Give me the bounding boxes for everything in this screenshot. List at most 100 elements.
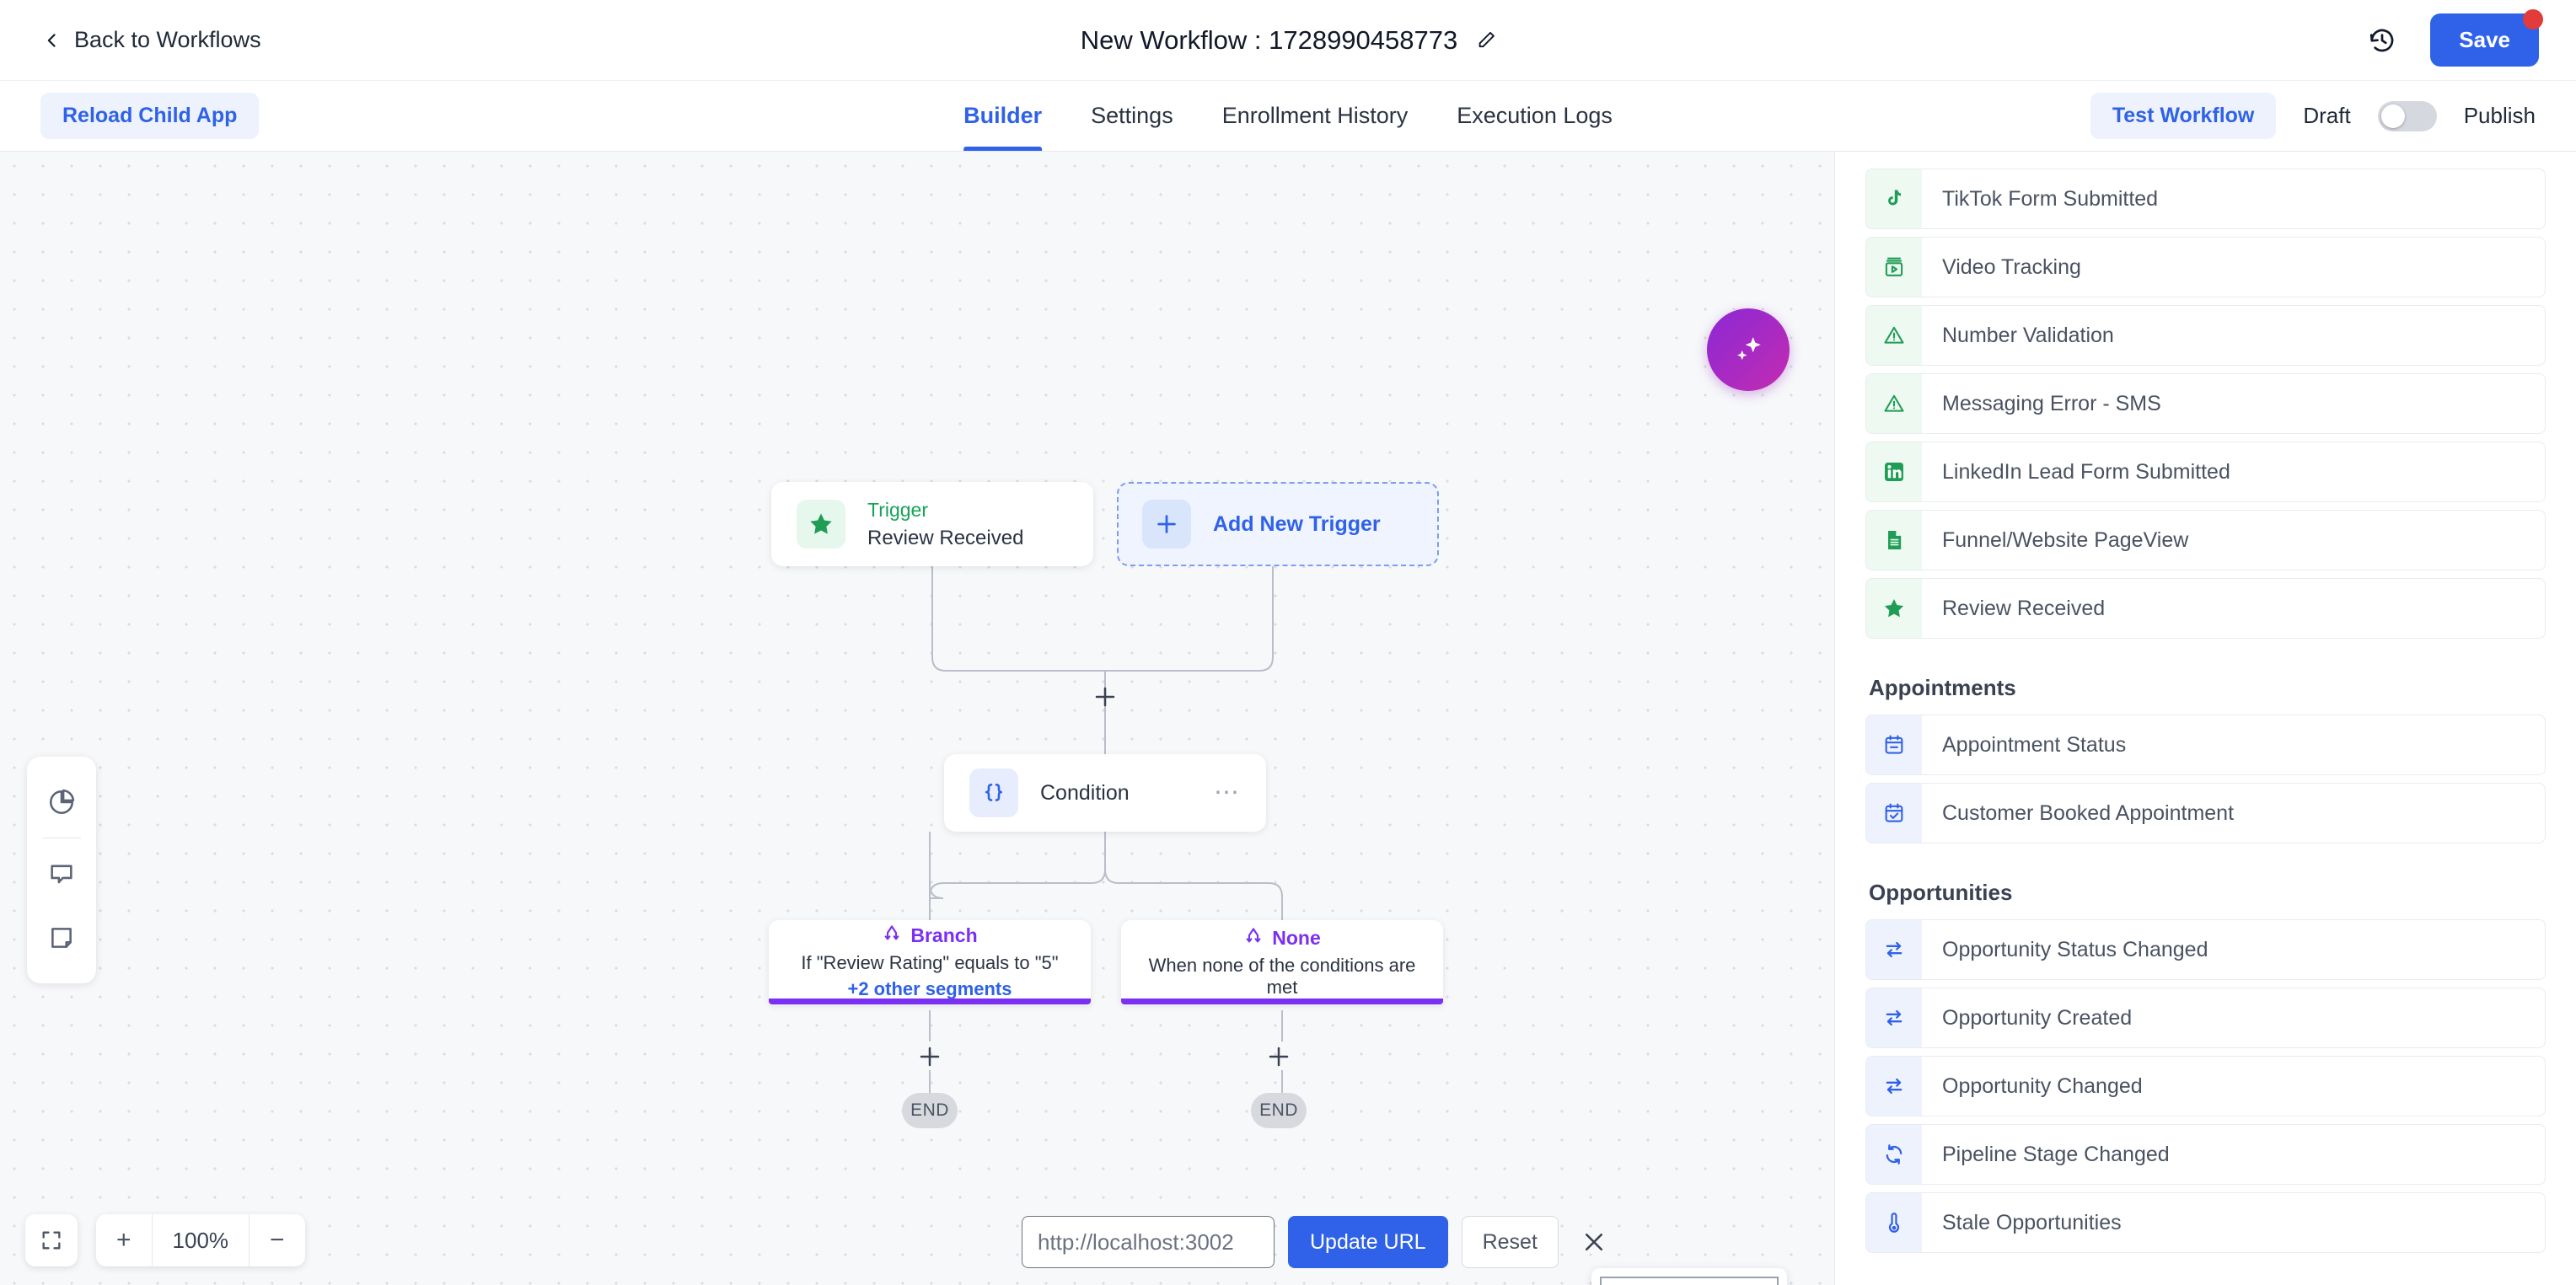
list-item-label: Stale Opportunities bbox=[1942, 1210, 2122, 1234]
list-item-label: Customer Booked Appointment bbox=[1942, 800, 2235, 825]
list-item[interactable]: Opportunity Created bbox=[1865, 988, 2546, 1048]
branch-card-header: Branch bbox=[882, 924, 978, 948]
save-unsaved-badge bbox=[2523, 9, 2543, 29]
list-item[interactable]: LinkedIn Lead Form Submitted bbox=[1865, 442, 2546, 502]
zoom-out-button[interactable]: − bbox=[249, 1214, 305, 1266]
list-item[interactable]: Number Validation bbox=[1865, 305, 2546, 366]
list-item[interactable]: Customer Booked Appointment bbox=[1865, 783, 2546, 843]
close-x-icon[interactable] bbox=[1572, 1220, 1616, 1264]
linkedin-icon bbox=[1866, 442, 1922, 501]
workflow-canvas[interactable]: Trigger Review Received Add New Trigger … bbox=[0, 152, 1834, 1285]
trigger-node[interactable]: Trigger Review Received bbox=[771, 482, 1093, 566]
list-item[interactable]: Opportunity Changed bbox=[1865, 1056, 2546, 1116]
swap-arrows-icon bbox=[1866, 988, 1922, 1047]
list-item-label: Opportunity Changed bbox=[1942, 1074, 2143, 1098]
branch-card-title: None bbox=[1272, 926, 1321, 949]
branch-card-title: Branch bbox=[910, 924, 978, 946]
warning-triangle-icon bbox=[1866, 306, 1922, 365]
url-input[interactable] bbox=[1022, 1216, 1275, 1268]
add-step-after-trigger-button[interactable] bbox=[1091, 683, 1119, 711]
branch-card[interactable]: Branch If "Review Rating" equals to "5" … bbox=[769, 920, 1091, 1004]
publish-toggle-knob bbox=[2380, 104, 2405, 128]
branch-card-subtitle: When none of the conditions are met bbox=[1148, 954, 1416, 998]
back-to-workflows-label: Back to Workflows bbox=[74, 27, 261, 52]
add-step-none-branch-button[interactable] bbox=[1264, 1042, 1293, 1071]
add-new-trigger-button[interactable]: Add New Trigger bbox=[1117, 482, 1439, 566]
workflow-title-group: New Workflow : 1728990458773 bbox=[1081, 25, 1496, 56]
tab-execution-logs[interactable]: Execution Logs bbox=[1457, 103, 1613, 128]
history-clock-icon[interactable] bbox=[2368, 26, 2396, 55]
list-item-label: Messaging Error - SMS bbox=[1942, 391, 2161, 415]
warning-triangle-icon bbox=[1866, 374, 1922, 433]
list-item[interactable]: Review Received bbox=[1865, 578, 2546, 639]
list-item[interactable]: Video Tracking bbox=[1865, 237, 2546, 297]
list-item[interactable]: Opportunity Status Changed bbox=[1865, 919, 2546, 980]
minimap[interactable] bbox=[1591, 1268, 1787, 1285]
tab-enrollment-history[interactable]: Enrollment History bbox=[1221, 103, 1409, 128]
list-item-label: Opportunity Status Changed bbox=[1942, 937, 2208, 961]
branch-card[interactable]: None When none of the conditions are met bbox=[1121, 920, 1443, 1004]
thermometer-icon bbox=[1866, 1193, 1922, 1252]
list-item[interactable]: Appointment Status bbox=[1865, 715, 2546, 775]
publish-toggle[interactable] bbox=[2377, 100, 2437, 131]
save-button[interactable]: Save bbox=[2430, 13, 2539, 67]
branch-card-more-segments[interactable]: +2 other segments bbox=[847, 978, 1012, 999]
tab-builder[interactable]: Builder bbox=[963, 81, 1043, 151]
builder-tabs: Builder Settings Enrollment History Exec… bbox=[963, 81, 1613, 151]
back-to-workflows-button[interactable]: Back to Workflows bbox=[44, 27, 261, 53]
body: Trigger Review Received Add New Trigger … bbox=[0, 152, 2576, 1285]
update-url-button[interactable]: Update URL bbox=[1288, 1216, 1448, 1268]
condition-node-label: Condition bbox=[1040, 780, 1130, 805]
list-item[interactable]: Messaging Error - SMS bbox=[1865, 373, 2546, 434]
pie-chart-icon[interactable] bbox=[27, 770, 96, 834]
url-bar: Update URL Reset bbox=[1022, 1216, 1616, 1268]
star-icon bbox=[797, 500, 845, 549]
list-item-label: Appointment Status bbox=[1942, 732, 2127, 757]
sticky-note-icon[interactable] bbox=[27, 906, 96, 970]
end-node: END bbox=[1251, 1093, 1307, 1128]
tab-bar: Reload Child App Builder Settings Enroll… bbox=[0, 81, 2576, 152]
tab-settings[interactable]: Settings bbox=[1091, 103, 1173, 128]
zoom-in-button[interactable]: + bbox=[116, 1226, 131, 1254]
branch-fork-icon bbox=[1243, 926, 1264, 950]
list-item[interactable]: Funnel/Website PageView bbox=[1865, 510, 2546, 570]
reload-child-app-button[interactable]: Reload Child App bbox=[40, 93, 260, 139]
ellipsis-icon[interactable]: ⋯ bbox=[1214, 779, 1241, 806]
branch-fork-icon bbox=[882, 924, 902, 948]
pencil-icon[interactable] bbox=[1476, 30, 1495, 50]
plus-icon bbox=[1142, 500, 1191, 549]
section-title-opportunities: Opportunities bbox=[1869, 880, 2013, 905]
tab-bar-actions: Test Workflow Draft Publish bbox=[2090, 93, 2536, 139]
video-play-icon bbox=[1866, 238, 1922, 297]
publish-label: Publish bbox=[2463, 103, 2536, 128]
calendar-icon bbox=[1866, 715, 1922, 774]
list-item-label: LinkedIn Lead Form Submitted bbox=[1942, 459, 2230, 484]
document-icon bbox=[1866, 511, 1922, 570]
section-title-appointments: Appointments bbox=[1869, 675, 2016, 700]
list-item-label: Review Received bbox=[1942, 596, 2106, 620]
add-step-branch-button[interactable] bbox=[915, 1042, 944, 1071]
list-item-label: Video Tracking bbox=[1942, 254, 2081, 279]
reset-url-button[interactable]: Reset bbox=[1461, 1216, 1559, 1268]
list-item-label: Number Validation bbox=[1942, 323, 2114, 347]
list-item[interactable]: TikTok Form Submitted bbox=[1865, 169, 2546, 229]
minimap-viewport bbox=[1600, 1277, 1779, 1285]
ai-sparkles-icon[interactable] bbox=[1707, 308, 1790, 391]
top-bar-actions: Save bbox=[2368, 9, 2543, 67]
condition-node[interactable]: Condition ⋯ bbox=[944, 754, 1266, 832]
flow-edges bbox=[929, 566, 1283, 1093]
list-item[interactable]: Pipeline Stage Changed bbox=[1865, 1124, 2546, 1185]
list-item-label: Opportunity Created bbox=[1942, 1005, 2133, 1030]
save-button-wrapper: Save bbox=[2430, 9, 2543, 67]
comment-bubble-icon[interactable] bbox=[27, 842, 96, 906]
swap-arrows-icon bbox=[1866, 920, 1922, 979]
branch-card-subtitle: If "Review Rating" equals to "5" bbox=[801, 952, 1059, 973]
refresh-cycle-icon bbox=[1866, 1125, 1922, 1184]
zoom-level-group: + 100% − bbox=[96, 1214, 305, 1266]
list-item[interactable]: Stale Opportunities bbox=[1865, 1192, 2546, 1253]
trigger-library-panel[interactable]: TikTok Form Submitted Video Tracking Num… bbox=[1834, 152, 2576, 1285]
branch-card-header: None bbox=[1243, 926, 1321, 950]
test-workflow-button[interactable]: Test Workflow bbox=[2090, 93, 2277, 139]
expand-fullscreen-icon[interactable] bbox=[25, 1214, 78, 1266]
